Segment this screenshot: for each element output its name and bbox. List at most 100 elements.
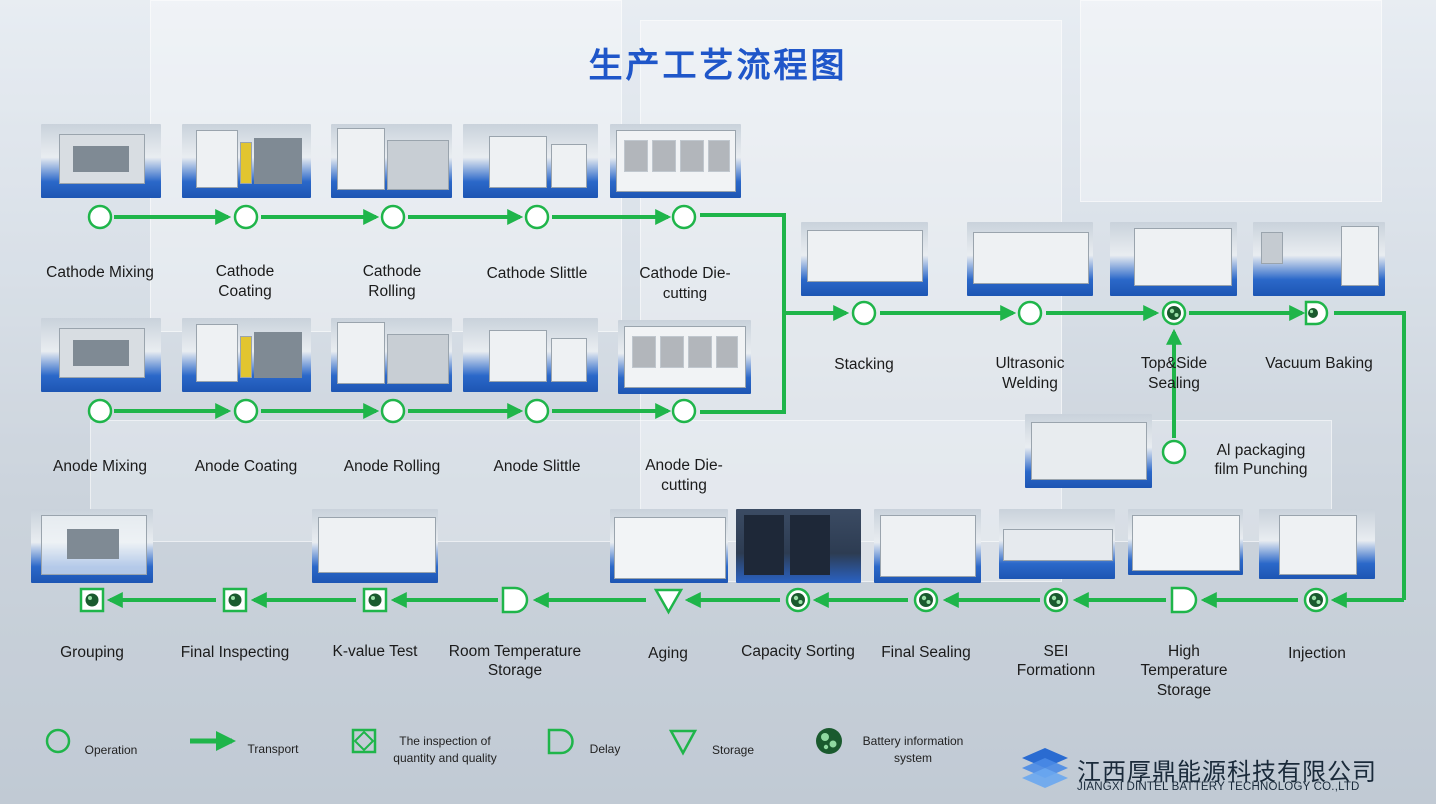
photo-anode-diecutting	[618, 320, 751, 394]
battery-info-nodes	[785, 300, 1329, 613]
node-cathode-coating	[233, 204, 259, 230]
label-high-temp-2: Temperature	[1140, 662, 1228, 679]
photo-cathode-coating	[182, 124, 311, 198]
label-high-temp-3: Storage	[1156, 682, 1212, 699]
photo-topside-sealing	[1110, 222, 1237, 296]
label-room-temp-1: Room Temperature	[448, 643, 582, 660]
photo-al-punching	[1025, 414, 1152, 488]
label-high-temp-1: High	[1168, 643, 1200, 660]
node-k-value-test	[362, 587, 388, 613]
label-final-inspecting: Final Inspecting	[180, 644, 290, 661]
photo-cathode-diecutting	[610, 124, 741, 198]
node-grouping	[79, 587, 105, 613]
inspection-nodes	[79, 587, 388, 613]
node-anode-slittle	[524, 398, 550, 424]
label-ultrasonic-2: Welding	[1002, 375, 1058, 392]
legend-inspection-icon	[351, 728, 377, 754]
label-ultrasonic-1: Ultrasonic	[995, 355, 1065, 372]
label-cathode-mixing: Cathode Mixing	[46, 264, 154, 281]
node-final-sealing	[913, 587, 939, 613]
operation-nodes	[87, 204, 1187, 465]
label-anode-rolling: Anode Rolling	[343, 458, 441, 475]
company-logo-icon	[1022, 748, 1068, 788]
photo-anode-slittle	[463, 318, 598, 392]
company-name-cn: 江西厚鼎能源科技有限公司	[1077, 758, 1377, 786]
node-room-temp-storage	[501, 586, 529, 614]
photo-cathode-rolling	[331, 124, 452, 198]
node-anode-coating	[233, 398, 259, 424]
photo-aging	[610, 509, 728, 583]
page-title: 生产工艺流程图	[588, 46, 848, 86]
label-cathode-coating-2: Coating	[218, 283, 272, 300]
label-capacity-sorting: Capacity Sorting	[741, 643, 855, 660]
photo-grouping	[31, 509, 153, 583]
label-room-temp-2: Storage	[487, 662, 543, 679]
legend-transport-label: Transport	[247, 742, 299, 756]
label-anode-diecutting-1: Anode Die-	[645, 457, 723, 474]
label-anode-mixing: Anode Mixing	[53, 458, 147, 475]
background-machine	[1080, 0, 1382, 202]
label-final-sealing: Final Sealing	[881, 644, 971, 661]
node-ultrasonic-welding	[1017, 300, 1043, 326]
node-cathode-rolling	[380, 204, 406, 230]
legend-storage-label: Storage	[711, 743, 755, 757]
label-cathode-slittle: Cathode Slittle	[486, 265, 588, 282]
node-cathode-slittle	[524, 204, 550, 230]
label-sei-1: SEI	[1043, 643, 1069, 660]
anode-flow-arrows	[114, 305, 850, 419]
node-injection	[1303, 587, 1329, 613]
label-stacking: Stacking	[834, 356, 894, 373]
label-cathode-rolling-1: Cathode	[362, 263, 422, 280]
node-anode-rolling	[380, 398, 406, 424]
legend-battery-info-label-1: Battery information	[862, 734, 964, 748]
photo-cathode-slittle	[463, 124, 598, 198]
photo-stacking	[801, 222, 928, 296]
label-cathode-rolling-2: Rolling	[368, 283, 416, 300]
photo-sei-formation	[999, 509, 1115, 579]
node-stacking	[851, 300, 877, 326]
label-topside-2: Sealing	[1148, 375, 1200, 392]
label-cathode-coating-1: Cathode	[215, 263, 275, 280]
photo-k-value-test	[312, 509, 438, 583]
label-injection: Injection	[1288, 645, 1346, 662]
node-anode-diecutting	[671, 398, 697, 424]
legend-operation-label: Operation	[84, 743, 138, 757]
legend-delay-icon	[547, 728, 574, 755]
node-aging	[653, 588, 684, 615]
photo-cathode-mixing	[41, 124, 161, 198]
label-sei-2: Formationn	[1016, 662, 1096, 679]
photo-vacuum-baking	[1253, 222, 1385, 296]
legend-delay-label: Delay	[589, 742, 621, 756]
cathode-flow-arrows	[114, 209, 786, 412]
label-vacuum-baking: Vacuum Baking	[1265, 355, 1373, 372]
photo-anode-mixing	[41, 318, 161, 392]
photo-capacity-sorting	[736, 509, 861, 583]
legend-battery-info-icon	[816, 728, 842, 754]
connector-right-down	[1334, 311, 1406, 600]
label-cathode-diecutting-2: cutting	[662, 285, 708, 302]
label-aging: Aging	[648, 645, 688, 662]
label-grouping: Grouping	[60, 644, 124, 661]
node-high-temp-storage	[1170, 586, 1198, 614]
company-name-en: JIANGXI DINTEL BATTERY TECHNOLOGY CO.,LT…	[1077, 781, 1360, 793]
node-cathode-mixing	[87, 204, 113, 230]
legend-battery-info-label-2: system	[893, 751, 932, 765]
node-cathode-diecutting	[671, 204, 697, 230]
label-al-punching-2: film Punching	[1214, 461, 1308, 478]
node-sei-formation	[1043, 587, 1069, 613]
photo-high-temp-storage	[1128, 509, 1243, 575]
label-cathode-diecutting-1: Cathode Die-	[639, 265, 731, 282]
label-al-punching-1: Al packaging	[1216, 442, 1306, 459]
legend-icons	[45, 728, 842, 756]
legend-inspection-label-2: quantity and quality	[393, 751, 497, 765]
assembly-flow-arrows	[880, 305, 1406, 608]
node-final-inspecting	[222, 587, 248, 613]
node-al-punching	[1161, 439, 1187, 465]
label-k-value: K-value Test	[332, 643, 418, 660]
node-topside-sealing	[1161, 300, 1187, 326]
label-anode-diecutting-2: cutting	[661, 477, 707, 494]
delay-nodes	[501, 300, 1329, 614]
legend-inspection-label-1: The inspection of	[399, 734, 491, 748]
